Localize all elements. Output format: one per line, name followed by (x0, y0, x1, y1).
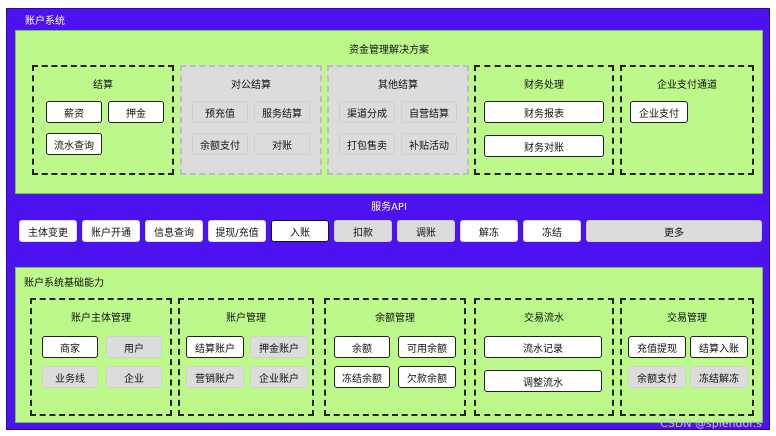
node-adjust-flow: 调整流水 (484, 370, 602, 392)
node-available-balance: 可用余额 (398, 336, 456, 358)
api-adjust: 调账 (397, 220, 455, 242)
node-enterprise-pay: 企业支付 (630, 101, 688, 123)
group-title: 其他结算 (378, 80, 418, 91)
api-unfreeze: 解冻 (460, 220, 518, 242)
account-system-title: 账户系统 (25, 16, 65, 27)
node-flow-record: 流水记录 (484, 336, 602, 358)
node-freeze-unfreeze: 冻结解冻 (690, 366, 748, 388)
node-finance-reconcile: 财务对账 (484, 135, 604, 157)
group-title: 财务处理 (524, 80, 564, 91)
node-prepaid: 预充值 (192, 101, 248, 123)
api-account-open: 账户开通 (82, 220, 140, 242)
group-title: 余额管理 (375, 313, 415, 324)
node-self-settlement: 自营结算 (401, 101, 457, 123)
group-title: 结算 (93, 80, 113, 91)
node-merchant: 商家 (42, 336, 98, 358)
api-info-query: 信息查询 (145, 220, 203, 242)
node-finance-report: 财务报表 (484, 101, 604, 123)
node-deposit-account: 押金账户 (250, 336, 308, 358)
node-balance-payment: 余额支付 (192, 133, 248, 155)
group-enterprise-payment: 企业支付通道 企业支付 (620, 65, 754, 175)
node-business-line: 业务线 (42, 366, 98, 388)
group-other-settlement: 其他结算 渠道分成 自营结算 打包售卖 补贴活动 (327, 65, 469, 175)
group-title: 交易流水 (524, 313, 564, 324)
group-title: 对公结算 (231, 80, 271, 91)
node-balance-pay: 余额支付 (628, 366, 686, 388)
node-subsidy: 补贴活动 (401, 133, 457, 155)
node-user: 用户 (106, 336, 162, 358)
service-api-title: 服务API (371, 202, 407, 213)
node-service-settlement: 服务结算 (254, 101, 310, 123)
api-credit: 入账 (271, 220, 329, 242)
node-arrears-balance: 欠款余额 (398, 366, 456, 388)
node-recharge-withdraw: 充值提现 (628, 336, 686, 358)
node-marketing-account: 营销账户 (186, 366, 244, 388)
group-account-management: 账户管理 结算账户 押金账户 营销账户 企业账户 (178, 298, 314, 416)
node-deposit: 押金 (108, 101, 164, 123)
node-channel-share: 渠道分成 (339, 101, 395, 123)
base-capability-section: 账户系统基础能力 账户主体管理 商家 用户 业务线 企业 账户管理 结算账户 押… (15, 267, 763, 423)
node-balance: 余额 (334, 336, 390, 358)
api-freeze: 冻结 (523, 220, 581, 242)
node-salary: 薪资 (46, 101, 102, 123)
api-debit: 扣款 (334, 220, 392, 242)
node-settlement-credit: 结算入账 (690, 336, 748, 358)
group-title: 账户主体管理 (71, 313, 131, 324)
group-settlement: 结算 薪资 押金 流水查询 (32, 65, 174, 175)
node-bundle-sale: 打包售卖 (339, 133, 395, 155)
group-subject-management: 账户主体管理 商家 用户 业务线 企业 (30, 298, 172, 416)
group-corporate-settlement: 对公结算 预充值 服务结算 余额支付 对账 (180, 65, 322, 175)
base-capability-title: 账户系统基础能力 (24, 278, 104, 289)
node-frozen-balance: 冻结余额 (334, 366, 390, 388)
group-finance: 财务处理 财务报表 财务对账 (474, 65, 614, 175)
group-transaction-management: 交易管理 充值提现 结算入账 余额支付 冻结解冻 (620, 298, 754, 416)
node-enterprise-account: 企业账户 (250, 366, 308, 388)
fund-solution-section: 资金管理解决方案 结算 薪资 押金 流水查询 对公结算 预充值 服务结算 余额支… (15, 30, 763, 194)
group-title: 企业支付通道 (657, 80, 717, 91)
watermark: CSDN @splendor.s (660, 417, 762, 430)
node-settlement-account: 结算账户 (186, 336, 244, 358)
node-flow-query: 流水查询 (46, 133, 102, 155)
node-reconcile: 对账 (254, 133, 310, 155)
api-subject-change: 主体变更 (19, 220, 77, 242)
group-title: 账户管理 (226, 313, 266, 324)
group-transaction-flow: 交易流水 流水记录 调整流水 (474, 298, 614, 416)
fund-solution-title: 资金管理解决方案 (349, 45, 429, 56)
group-balance-management: 余额管理 余额 可用余额 冻结余额 欠款余额 (324, 298, 466, 416)
node-enterprise: 企业 (106, 366, 162, 388)
api-more: 更多 (586, 220, 762, 242)
api-withdraw-recharge: 提现/充值 (208, 220, 266, 242)
group-title: 交易管理 (667, 313, 707, 324)
account-system-container: 账户系统 资金管理解决方案 结算 薪资 押金 流水查询 对公结算 预充值 服务结… (6, 8, 770, 430)
